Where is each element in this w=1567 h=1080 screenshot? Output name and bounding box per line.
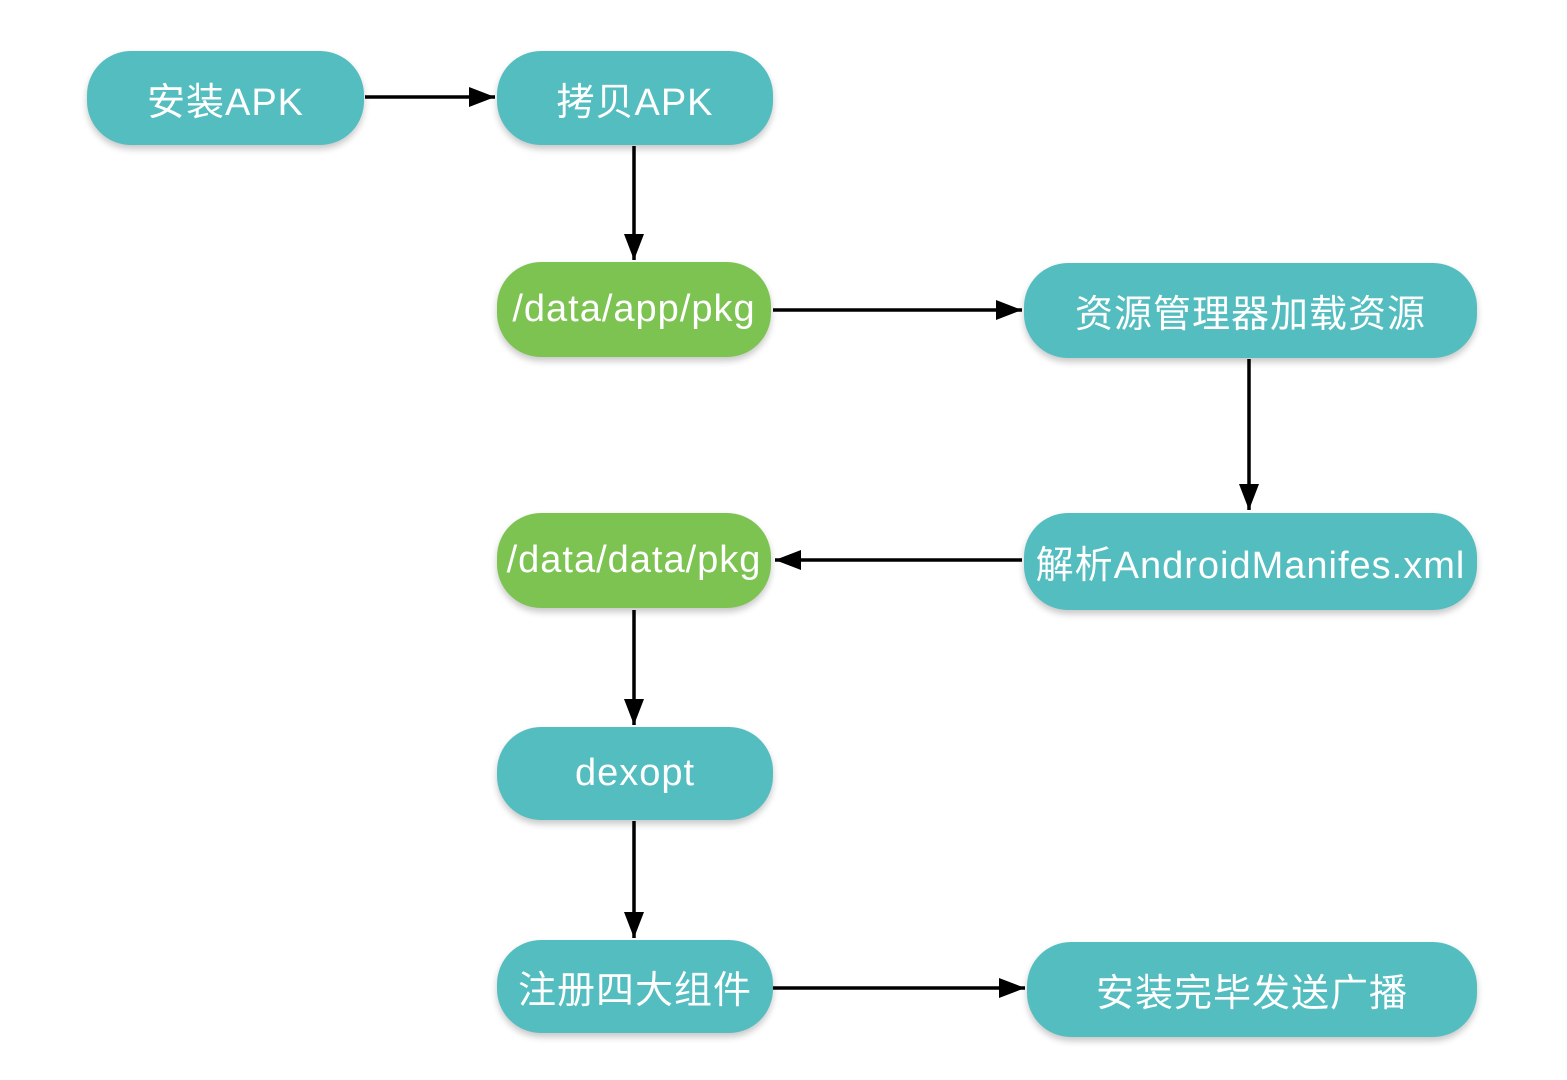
node-install-apk: 安装APK <box>87 51 364 145</box>
node-copy-apk: 拷贝APK <box>497 51 773 145</box>
node-register-components: 注册四大组件 <box>497 940 773 1033</box>
node-parse-manifest: 解析AndroidManifes.xml <box>1024 513 1477 610</box>
node-dexopt-label: dexopt <box>574 752 696 794</box>
node-data-data-pkg: /data/data/pkg <box>497 513 771 608</box>
node-data-data-pkg-label: /data/data/pkg <box>506 539 762 581</box>
node-install-apk-label: 安装APK <box>146 81 305 124</box>
node-copy-apk-label: 拷贝APK <box>556 81 714 124</box>
node-resource-manager-label: 资源管理器加载资源 <box>1074 294 1426 336</box>
node-data-app-pkg: /data/app/pkg <box>497 262 771 357</box>
node-resource-manager: 资源管理器加载资源 <box>1024 263 1477 358</box>
node-parse-manifest-label: 解析AndroidManifes.xml <box>1035 545 1466 587</box>
node-dexopt: dexopt <box>497 727 773 820</box>
node-register-components-label: 注册四大组件 <box>517 970 752 1012</box>
node-send-broadcast-label: 安装完毕发送广播 <box>1095 973 1408 1015</box>
node-data-app-pkg-label: /data/app/pkg <box>512 288 756 330</box>
node-send-broadcast: 安装完毕发送广播 <box>1027 942 1477 1037</box>
